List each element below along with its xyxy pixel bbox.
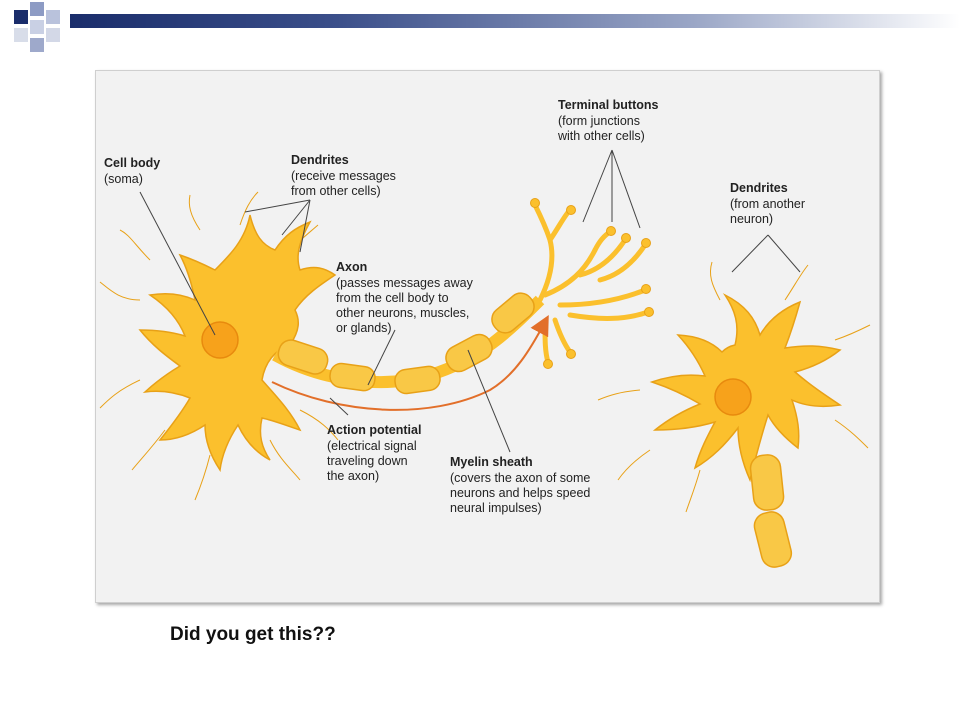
right-dendrite-hairs <box>597 261 871 513</box>
header-gradient-band <box>70 14 960 28</box>
label-terminal-buttons-title: Terminal buttons <box>558 98 659 112</box>
label-myelin-sheath-desc: (covers the axon of some <box>450 471 590 485</box>
myelin-segment <box>329 362 376 392</box>
myelin-segment <box>753 511 793 568</box>
label-axon-desc: other neurons, muscles, <box>336 306 469 320</box>
label-dendrites-desc: (receive messages <box>291 169 396 183</box>
header-square-light <box>46 10 60 24</box>
left-neuron <box>138 214 337 473</box>
axon <box>272 292 545 395</box>
label-action-potential: Action potential (electrical signal trav… <box>327 423 421 483</box>
label-dendrites-other-title: Dendrites <box>730 181 788 195</box>
header-square-light <box>30 2 44 16</box>
label-terminal-buttons: Terminal buttons (form junctions with ot… <box>557 98 659 143</box>
label-axon-desc: from the cell body to <box>336 291 449 305</box>
label-action-potential-title: Action potential <box>327 423 421 437</box>
myelin-segment <box>749 454 785 511</box>
action-potential-arrow <box>271 314 549 411</box>
label-axon-desc: or glands) <box>336 321 392 335</box>
myelin-segment <box>394 365 441 395</box>
label-cell-body: Cell body (soma) <box>104 156 160 186</box>
terminal-buttons <box>530 198 654 369</box>
label-axon: Axon (passes messages away from the cell… <box>336 260 474 335</box>
header-square-dark <box>14 10 28 24</box>
label-myelin-sheath-desc: neurons and helps speed <box>450 486 590 500</box>
label-terminal-buttons-desc: (form junctions <box>558 114 640 128</box>
right-neuron <box>649 293 843 568</box>
myelin-segment <box>491 292 535 334</box>
header-square-light <box>30 38 44 52</box>
left-dendrite-hairs <box>99 191 339 501</box>
label-dendrites-desc: from other cells) <box>291 184 381 198</box>
label-terminal-buttons-desc: with other cells) <box>557 129 645 143</box>
leader-lines <box>139 149 801 453</box>
label-dendrites-other-desc: neuron) <box>730 212 773 226</box>
slide-header-decoration <box>0 0 960 60</box>
label-myelin-sheath-title: Myelin sheath <box>450 455 533 469</box>
label-dendrites: Dendrites (receive messages from other c… <box>291 153 396 198</box>
label-action-potential-desc: the axon) <box>327 469 379 483</box>
label-myelin-sheath-desc: neural impulses) <box>450 501 542 515</box>
right-nucleus <box>714 378 752 416</box>
label-axon-title: Axon <box>336 260 367 274</box>
label-cell-body-title: Cell body <box>104 156 160 170</box>
label-myelin-sheath: Myelin sheath (covers the axon of some n… <box>450 455 590 515</box>
slide-caption: Did you get this?? <box>170 624 336 645</box>
label-action-potential-desc: (electrical signal <box>327 439 417 453</box>
header-square-light <box>46 28 60 42</box>
myelin-segment <box>277 339 329 375</box>
label-cell-body-desc: (soma) <box>104 172 143 186</box>
header-square-light <box>14 28 28 42</box>
header-square-light <box>30 20 44 34</box>
label-dendrites-other: Dendrites (from another neuron) <box>730 181 805 226</box>
label-action-potential-desc: traveling down <box>327 454 408 468</box>
left-nucleus <box>201 321 239 359</box>
label-dendrites-title: Dendrites <box>291 153 349 167</box>
label-axon-desc: (passes messages away <box>336 276 474 290</box>
axon-terminals <box>532 202 651 365</box>
label-dendrites-other-desc: (from another <box>730 197 805 211</box>
